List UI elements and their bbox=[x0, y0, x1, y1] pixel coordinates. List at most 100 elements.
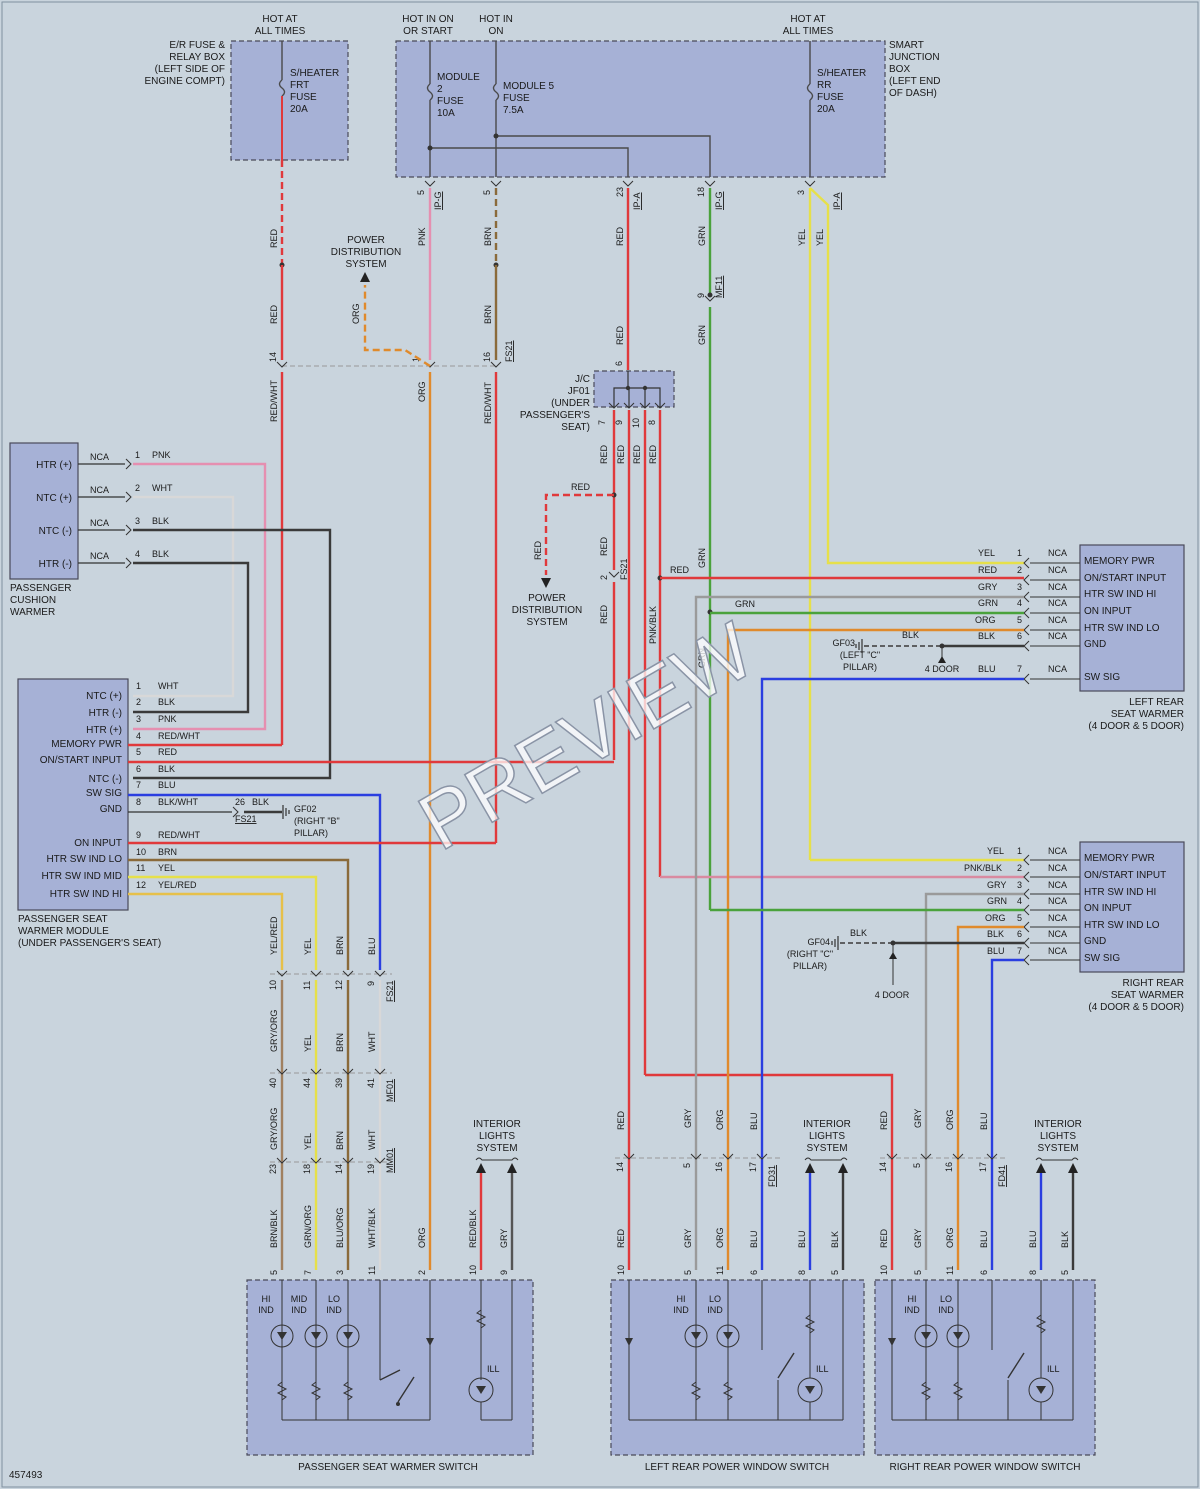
svg-text:9: 9 bbox=[136, 830, 141, 840]
svg-text:5: 5 bbox=[1017, 615, 1022, 625]
svg-text:YEL: YEL bbox=[303, 1035, 313, 1052]
svg-text:GRY: GRY bbox=[913, 1109, 923, 1128]
svg-text:GRN: GRN bbox=[697, 648, 707, 668]
svg-text:8: 8 bbox=[136, 797, 141, 807]
svg-text:7: 7 bbox=[1017, 664, 1022, 674]
svg-text:ORG: ORG bbox=[417, 1227, 427, 1248]
svg-text:NCA: NCA bbox=[1048, 880, 1067, 890]
svg-text:2: 2 bbox=[417, 1270, 427, 1275]
svg-text:YEL/RED: YEL/RED bbox=[158, 880, 197, 890]
svg-text:6: 6 bbox=[1017, 631, 1022, 641]
svg-text:7: 7 bbox=[1017, 946, 1022, 956]
svg-text:3: 3 bbox=[796, 190, 806, 195]
svg-text:HOT AT: HOT AT bbox=[790, 14, 825, 25]
svg-text:FUSE: FUSE bbox=[503, 93, 530, 104]
svg-text:RED: RED bbox=[978, 565, 998, 575]
svg-text:BLU: BLU bbox=[749, 1112, 759, 1130]
svg-text:YEL/RED: YEL/RED bbox=[269, 916, 279, 955]
svg-text:26: 26 bbox=[235, 797, 245, 807]
svg-text:4: 4 bbox=[1017, 598, 1022, 608]
svg-text:12: 12 bbox=[334, 980, 344, 990]
svg-text:RED: RED bbox=[615, 325, 625, 345]
svg-text:5: 5 bbox=[269, 1270, 279, 1275]
svg-text:YEL: YEL bbox=[987, 846, 1004, 856]
svg-text:HOT IN: HOT IN bbox=[479, 14, 513, 25]
svg-text:NCA: NCA bbox=[1048, 896, 1067, 906]
svg-text:ORG: ORG bbox=[715, 1109, 725, 1130]
svg-text:44: 44 bbox=[302, 1078, 312, 1088]
svg-text:RED: RED bbox=[599, 604, 609, 624]
svg-text:BLU: BLU bbox=[367, 937, 377, 955]
resistor-icon bbox=[1035, 1314, 1047, 1334]
svg-text:JF01: JF01 bbox=[568, 386, 591, 397]
svg-text:BLK: BLK bbox=[152, 516, 169, 526]
svg-text:ILL: ILL bbox=[1047, 1364, 1060, 1374]
svg-text:RED: RED bbox=[571, 482, 591, 492]
svg-text:MF01: MF01 bbox=[385, 1079, 395, 1102]
svg-text:WHT: WHT bbox=[367, 1031, 377, 1052]
svg-text:SEAT WARMER: SEAT WARMER bbox=[1111, 709, 1184, 720]
svg-text:BLU: BLU bbox=[1028, 1230, 1038, 1248]
svg-text:GRN: GRN bbox=[978, 598, 998, 608]
svg-text:S/HEATER: S/HEATER bbox=[817, 68, 866, 79]
svg-text:FUSE: FUSE bbox=[817, 92, 844, 103]
svg-text:RED/WHT: RED/WHT bbox=[269, 380, 279, 422]
gf03-ground: BLK GF03 (LEFT "C" PILLAR) 4 DOOR bbox=[832, 630, 959, 674]
svg-text:NCA: NCA bbox=[90, 518, 109, 528]
svg-text:BLK: BLK bbox=[987, 929, 1004, 939]
svg-text:ON INPUT: ON INPUT bbox=[74, 838, 122, 849]
svg-text:YEL: YEL bbox=[797, 229, 807, 246]
right-rear-pins: YEL PNK/BLK GRY GRN ORG BLK BLU 1 2 3 4 … bbox=[964, 846, 1080, 966]
svg-text:YEL: YEL bbox=[815, 229, 825, 246]
fd41-connector: 14 5 16 17 FD41 RED GRY ORG BLU RED GRY … bbox=[878, 1109, 1007, 1248]
svg-text:ORG: ORG bbox=[975, 615, 996, 625]
svg-text:SYSTEM: SYSTEM bbox=[1037, 1143, 1078, 1154]
svg-text:ORG: ORG bbox=[945, 1227, 955, 1248]
svg-text:6: 6 bbox=[614, 361, 624, 366]
arrow-up-icon bbox=[1068, 1163, 1078, 1173]
left-rear-seat-warmer: MEMORY PWR ON/START INPUT HTR SW IND HI … bbox=[1079, 544, 1185, 732]
svg-text:10: 10 bbox=[136, 847, 146, 857]
svg-text:4 DOOR: 4 DOOR bbox=[875, 990, 910, 1000]
svg-text:14: 14 bbox=[334, 1164, 344, 1174]
svg-text:PNK: PNK bbox=[152, 450, 171, 460]
svg-text:FUSE: FUSE bbox=[290, 92, 317, 103]
svg-text:11: 11 bbox=[715, 1266, 725, 1275]
svg-text:SYSTEM: SYSTEM bbox=[806, 1143, 847, 1154]
joint-connector-jf01: J/C JF01 (UNDER PASSENGER'S SEAT) 7 9 10… bbox=[520, 370, 675, 433]
svg-text:BOX: BOX bbox=[889, 64, 910, 75]
svg-text:BRN: BRN bbox=[158, 847, 177, 857]
svg-text:(UNDER: (UNDER bbox=[551, 398, 590, 409]
svg-text:5: 5 bbox=[682, 1163, 692, 1168]
led-icon bbox=[304, 1324, 328, 1348]
svg-text:IP-A: IP-A bbox=[832, 192, 842, 210]
svg-text:INTERIOR: INTERIOR bbox=[1034, 1119, 1082, 1130]
svg-text:17: 17 bbox=[748, 1162, 758, 1172]
svg-text:PILLAR): PILLAR) bbox=[294, 828, 328, 838]
switch-contact-icon bbox=[379, 1369, 415, 1403]
svg-text:NCA: NCA bbox=[1048, 664, 1067, 674]
svg-text:11: 11 bbox=[945, 1266, 955, 1275]
svg-text:3: 3 bbox=[1017, 880, 1022, 890]
svg-text:18: 18 bbox=[302, 1164, 312, 1174]
svg-text:10A: 10A bbox=[437, 108, 455, 119]
resistor-icon bbox=[804, 1314, 816, 1334]
ground-icon bbox=[855, 639, 863, 653]
svg-text:ON/START INPUT: ON/START INPUT bbox=[1084, 573, 1166, 584]
svg-text:4: 4 bbox=[135, 549, 140, 559]
svg-text:ILL: ILL bbox=[816, 1364, 829, 1374]
svg-text:HTR (+): HTR (+) bbox=[86, 725, 122, 736]
svg-text:MODULE: MODULE bbox=[437, 72, 480, 83]
svg-text:SMART: SMART bbox=[889, 40, 924, 51]
svg-text:IND: IND bbox=[258, 1305, 274, 1315]
module-pin-labels: 1 2 3 4 5 6 7 8 WHT BLK PNK RED/WHT RED … bbox=[136, 681, 200, 890]
svg-text:2: 2 bbox=[135, 483, 140, 493]
fd31-connector: 14 5 16 17 FD31 RED GRY ORG BLU RED GRY … bbox=[615, 1109, 780, 1248]
passenger-cushion-warmer: HTR (+) NTC (+) NTC (-) HTR (-) PASSENGE… bbox=[9, 442, 79, 618]
svg-text:NCA: NCA bbox=[1048, 863, 1067, 873]
svg-text:RED: RED bbox=[648, 444, 658, 464]
svg-text:PASSENGER: PASSENGER bbox=[10, 583, 72, 594]
arrow-up-icon bbox=[838, 1163, 848, 1173]
svg-text:LO: LO bbox=[709, 1294, 721, 1304]
